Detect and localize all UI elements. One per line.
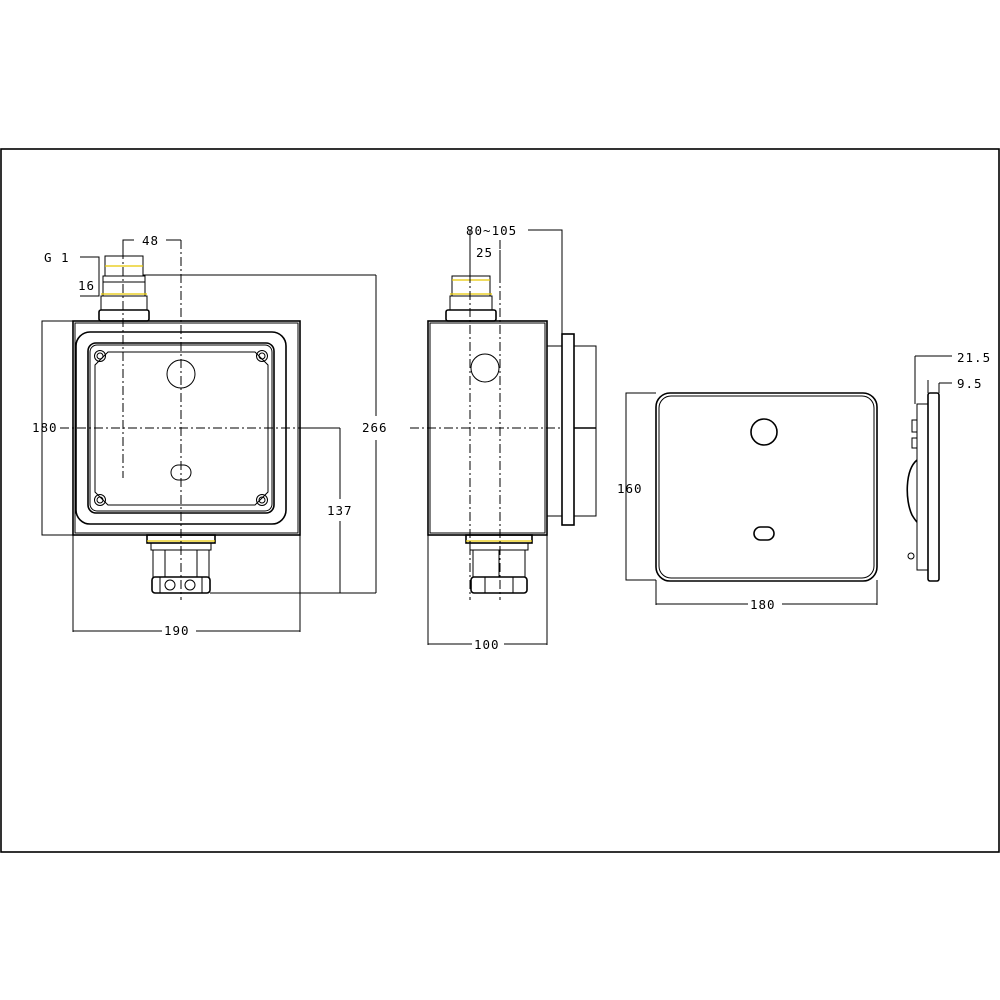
side-mount-flange xyxy=(546,333,597,526)
screw-icon xyxy=(94,350,106,362)
side-port xyxy=(470,353,500,383)
dim-label-137: 137 xyxy=(327,503,353,518)
screw-icon xyxy=(94,494,106,506)
cover-sensor-window xyxy=(750,418,778,446)
screw-icon xyxy=(256,494,268,506)
side-inlet-connector xyxy=(445,275,497,322)
dim-label-21-5: 21.5 xyxy=(957,350,991,365)
front-view: 48 G 1 16 180 266 137 190 xyxy=(32,233,388,638)
side-view: 80~105 25 100 xyxy=(410,223,597,652)
cover-plate-view: 160 180 xyxy=(617,392,878,612)
dim-label-g1: G 1 xyxy=(44,250,70,265)
inlet-connector xyxy=(98,255,150,322)
cover-plate-outline xyxy=(655,392,878,582)
dim-label-180-height: 180 xyxy=(32,420,58,435)
dim-label-160: 160 xyxy=(617,481,643,496)
dim-label-80-105: 80~105 xyxy=(466,223,517,238)
cover-indicator-slot xyxy=(753,526,775,541)
cover-side-plate xyxy=(927,392,940,582)
dim-label-180-width: 180 xyxy=(750,597,776,612)
dim-label-48: 48 xyxy=(142,233,159,248)
screw-icon xyxy=(256,350,268,362)
dim-label-266: 266 xyxy=(362,420,388,435)
drawing-frame xyxy=(0,148,1000,853)
cover-side-view: 21.5 9.5 xyxy=(906,350,991,582)
dim-label-9-5: 9.5 xyxy=(957,376,983,391)
dim-label-190: 190 xyxy=(164,623,190,638)
dim-label-25: 25 xyxy=(476,245,493,260)
dim-label-16: 16 xyxy=(78,278,95,293)
dim-label-100: 100 xyxy=(474,637,500,652)
side-outlet-connector xyxy=(465,534,533,594)
